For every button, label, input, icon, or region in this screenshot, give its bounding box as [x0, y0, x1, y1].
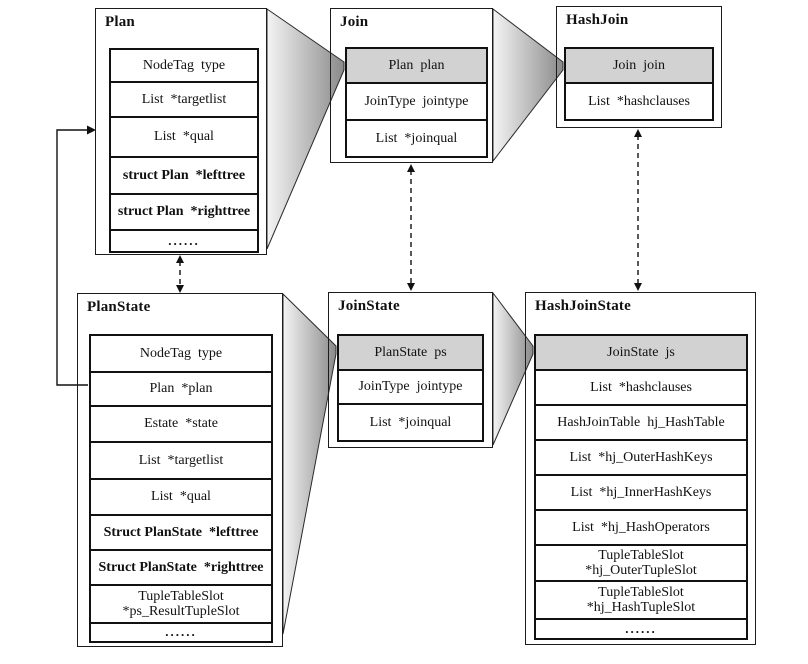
field-row: NodeTag type [111, 50, 257, 83]
plan-field-table: NodeTag type List *targetlist List *qual… [109, 48, 259, 253]
planstate-box: PlanState NodeTag type Plan *plan Estate… [77, 293, 283, 647]
field-row: Plan *plan [91, 373, 271, 407]
ellipsis-row: ...... [165, 624, 197, 640]
hashjoin-field-table: Join join List *hashclauses [564, 47, 714, 121]
field-row: List *targetlist [111, 83, 257, 118]
join-box-title: Join [340, 14, 369, 30]
embedded-struct-row: Join join [566, 49, 712, 84]
field-row: List *hashclauses [536, 371, 746, 406]
plan-box: Plan NodeTag type List *targetlist List … [95, 8, 267, 255]
field-row: Struct PlanState *lefttree [91, 516, 271, 551]
joinstate-box-title: JoinState [338, 298, 400, 314]
field-row: JoinType jointype [347, 84, 486, 121]
planstate-box-title: PlanState [87, 299, 151, 315]
field-row: TupleTableSlot *hj_HashTupleSlot [536, 582, 746, 620]
dashed-link-hashjoin-hashjoinstate [634, 129, 642, 291]
expansion-wedge-plan-to-join [266, 8, 345, 250]
ellipsis-row: ...... [625, 620, 657, 636]
field-row: Estate *state [91, 407, 271, 443]
field-row: List *hj_OuterHashKeys [536, 441, 746, 476]
field-row: List *targetlist [91, 443, 271, 480]
field-row: HashJoinTable hj_HashTable [536, 406, 746, 441]
field-row: struct Plan *righttree [111, 195, 257, 231]
field-row: TupleTableSlot *ps_ResultTupleSlot [91, 586, 271, 624]
field-row: List *hj_HashOperators [536, 511, 746, 546]
hashjoinstate-field-table: JoinState js List *hashclauses HashJoinT… [534, 334, 748, 640]
dashed-link-join-joinstate [407, 164, 415, 291]
plan-box-title: Plan [105, 14, 135, 30]
expansion-wedge-planstate-to-joinstate [282, 292, 337, 635]
joinstate-field-table: PlanState ps JoinType jointype List *joi… [337, 334, 484, 442]
field-row: TupleTableSlot *hj_OuterTupleSlot [536, 546, 746, 582]
dashed-link-plan-planstate [176, 255, 184, 293]
joinstate-box: JoinState PlanState ps JoinType jointype… [328, 292, 493, 448]
field-row: List *joinqual [369, 414, 452, 430]
field-row: Struct PlanState *righttree [91, 551, 271, 586]
planstate-field-table: NodeTag type Plan *plan Estate *state Li… [89, 334, 273, 643]
hashjoin-box: HashJoin Join join List *hashclauses [556, 6, 722, 128]
field-row: List *qual [111, 118, 257, 158]
embedded-struct-row: JoinState js [536, 336, 746, 371]
hashjoinstate-box-title: HashJoinState [535, 298, 631, 314]
field-row: List *hashclauses [588, 93, 690, 109]
join-field-table: Plan plan JoinType jointype List *joinqu… [345, 47, 488, 158]
ellipsis-row: ...... [168, 232, 200, 248]
expansion-wedge-join-to-hashjoin [492, 7, 564, 163]
field-row: NodeTag type [91, 336, 271, 373]
field-row: List *qual [91, 480, 271, 516]
hashjoin-box-title: HashJoin [566, 12, 629, 28]
field-row: JoinType jointype [339, 371, 482, 405]
field-row: struct Plan *lefttree [111, 158, 257, 195]
embedded-struct-row: PlanState ps [339, 336, 482, 371]
embedded-struct-row: Plan plan [347, 49, 486, 84]
hashjoinstate-box: HashJoinState JoinState js List *hashcla… [525, 292, 756, 645]
expansion-wedge-joinstate-to-hashjoinstate [492, 291, 534, 446]
reference-arrow-planstate-plan [56, 125, 96, 386]
join-box: Join Plan plan JoinType jointype List *j… [330, 8, 493, 163]
field-row: List *hj_InnerHashKeys [536, 476, 746, 511]
field-row: List *joinqual [375, 130, 458, 146]
